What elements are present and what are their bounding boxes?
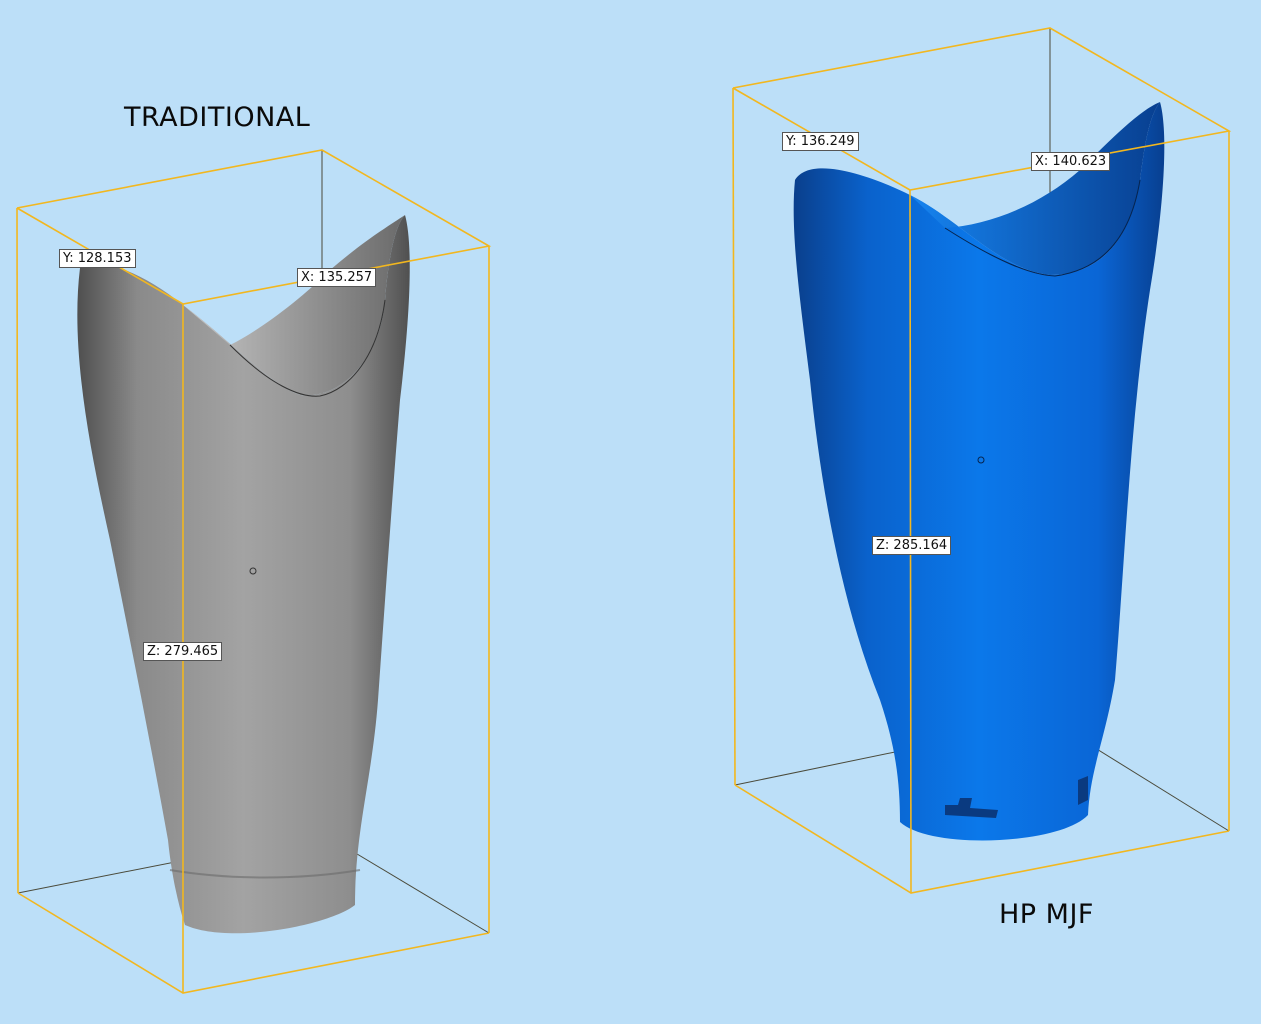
traditional-title: TRADITIONAL <box>124 102 311 133</box>
hp-mjf-title: HP MJF <box>999 899 1094 930</box>
traditional-z-dimension: Z: 279.465 <box>143 642 223 661</box>
hp-mjf-z-dimension: Z: 285.164 <box>872 536 952 555</box>
traditional-x-dimension: X: 135.257 <box>297 268 377 287</box>
hp-mjf-x-dimension: X: 140.623 <box>1031 152 1111 171</box>
hp-mjf-model <box>732 27 1232 894</box>
traditional-model <box>16 149 492 994</box>
hp-mjf-y-dimension: Y: 136.249 <box>782 132 859 151</box>
traditional-y-dimension: Y: 128.153 <box>59 249 136 268</box>
